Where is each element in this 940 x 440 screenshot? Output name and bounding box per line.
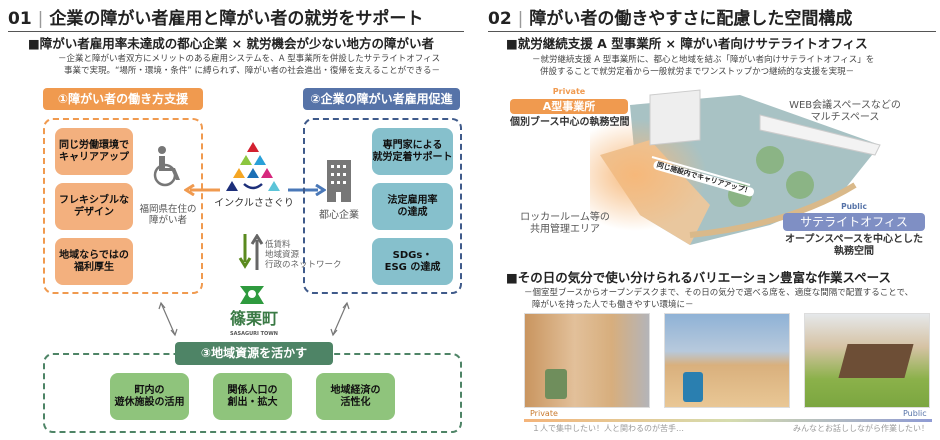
pillar2-box	[303, 118, 462, 294]
private-tag: Private	[552, 87, 586, 96]
locker-label: ロッカールーム等の 共用管理エリア	[520, 212, 610, 235]
center-logo-text: インクルささぐり	[214, 198, 294, 209]
town-name: 篠栗町	[229, 309, 278, 328]
photo-private-booths	[524, 313, 650, 408]
building-icon	[325, 160, 353, 206]
pillar2-item: 専門家による 就労定着サポート	[372, 128, 453, 175]
inclu-sasaguri-logo	[222, 142, 284, 198]
pillar2-header: ②企業の障がい者雇用促進	[303, 88, 460, 110]
pillar2-item: 法定雇用率 の達成	[372, 183, 453, 230]
pillar3-item: 町内の 遊休施設の活用	[110, 373, 189, 420]
section-01-title: 01|企業の障がい者雇用と障がい者の就労をサポート	[8, 4, 464, 32]
scale-private-label: Private	[530, 409, 558, 418]
scale-private-caption: １人で集中したい！人と関わるのが苦手…	[532, 424, 684, 433]
pillar1-item: 同じ労働環境で キャリアアップ	[55, 128, 133, 175]
pillar2-item: SDGs・ ESG の達成	[372, 238, 453, 285]
person-label: 福岡県在住の 障がい者	[139, 204, 197, 226]
public-tag: Public	[841, 202, 867, 211]
web-space-label: WEB会議スペースなどの マルチスペース	[789, 100, 901, 123]
left-desc-1: －企業と障がい者双方にメリットのある雇用システムを、A 型事業所を併設したサテラ…	[58, 54, 441, 64]
sasaguri-town-emblem	[236, 280, 268, 312]
resource-arrows-icon	[238, 233, 264, 274]
section-02-title: 02|障がい者の働きやすさに配慮した空間構成	[488, 4, 936, 32]
pillar1-header: ①障がい者の働き方支援	[43, 88, 203, 110]
orange-arrow-icon	[183, 181, 220, 200]
pillar1-item: フレキシブルな デザイン	[55, 183, 133, 230]
floor-plan-illustration	[590, 85, 910, 254]
pillar3-item: 地域経済の 活性化	[316, 373, 395, 420]
satellite-label: サテライトオフィス	[783, 213, 925, 231]
resources-text: 低賃料地域資源行政のネットワーク	[265, 240, 342, 270]
pillar3-header: ③地域資源を活かす	[175, 342, 333, 365]
pillar1-item: 地域ならではの 福利厚生	[55, 238, 133, 285]
satellite-desc: オープンスペースを中心とした 執務空間	[785, 234, 923, 257]
scale-public-caption: みんなとお話ししながら作業したい！	[793, 424, 929, 433]
left-desc-2: 事業で実現。“場所・環境・条件” に縛られず、障がい者の社会進出・復帰を支えるこ…	[64, 66, 440, 76]
private-public-scale	[524, 419, 932, 422]
double-arrow-icon	[158, 300, 178, 342]
photo-window-counter	[664, 313, 790, 408]
photo-open-table	[804, 313, 930, 408]
wheelchair-icon	[150, 145, 186, 193]
a-type-label: A型事業所	[510, 99, 628, 114]
a-type-desc: 個別ブース中心の執務空間	[510, 117, 630, 128]
pillar3-item: 関係人口の 創出・拡大	[213, 373, 292, 420]
company-label: 都心企業	[319, 210, 359, 221]
scale-public-label: Public	[903, 409, 927, 418]
right-desc2-2: 障がいを持った人でも働きやすい環境に－	[532, 300, 694, 310]
right-subtitle-2: ■その日の気分で使い分けられるバリエーション豊富な作業スペース	[506, 270, 892, 285]
right-subtitle: ■就労継続支援 A 型事業所 × 障がい者向けサテライトオフィス	[506, 36, 868, 51]
right-desc-2: 併設することで就労定着から一般就労までワンストップかつ継続的な支援を実現－	[540, 67, 855, 77]
pillar1-box	[43, 118, 203, 294]
right-desc-1: －就労継続支援 A 型事業所に、都心と地域を結ぶ「障がい者向けサテライトオフィス…	[532, 55, 875, 65]
left-subtitle: ■障がい者雇用率未達成の都心企業 × 就労機会が少ない地方の障がい者	[28, 36, 434, 51]
double-arrow-icon	[330, 300, 350, 342]
town-name-en: SASAGURI TOWN	[230, 331, 278, 337]
right-desc2-1: －個室型ブースからオープンデスクまで、その日の気分で選べる席を、適度な間隔で配置…	[524, 288, 914, 298]
